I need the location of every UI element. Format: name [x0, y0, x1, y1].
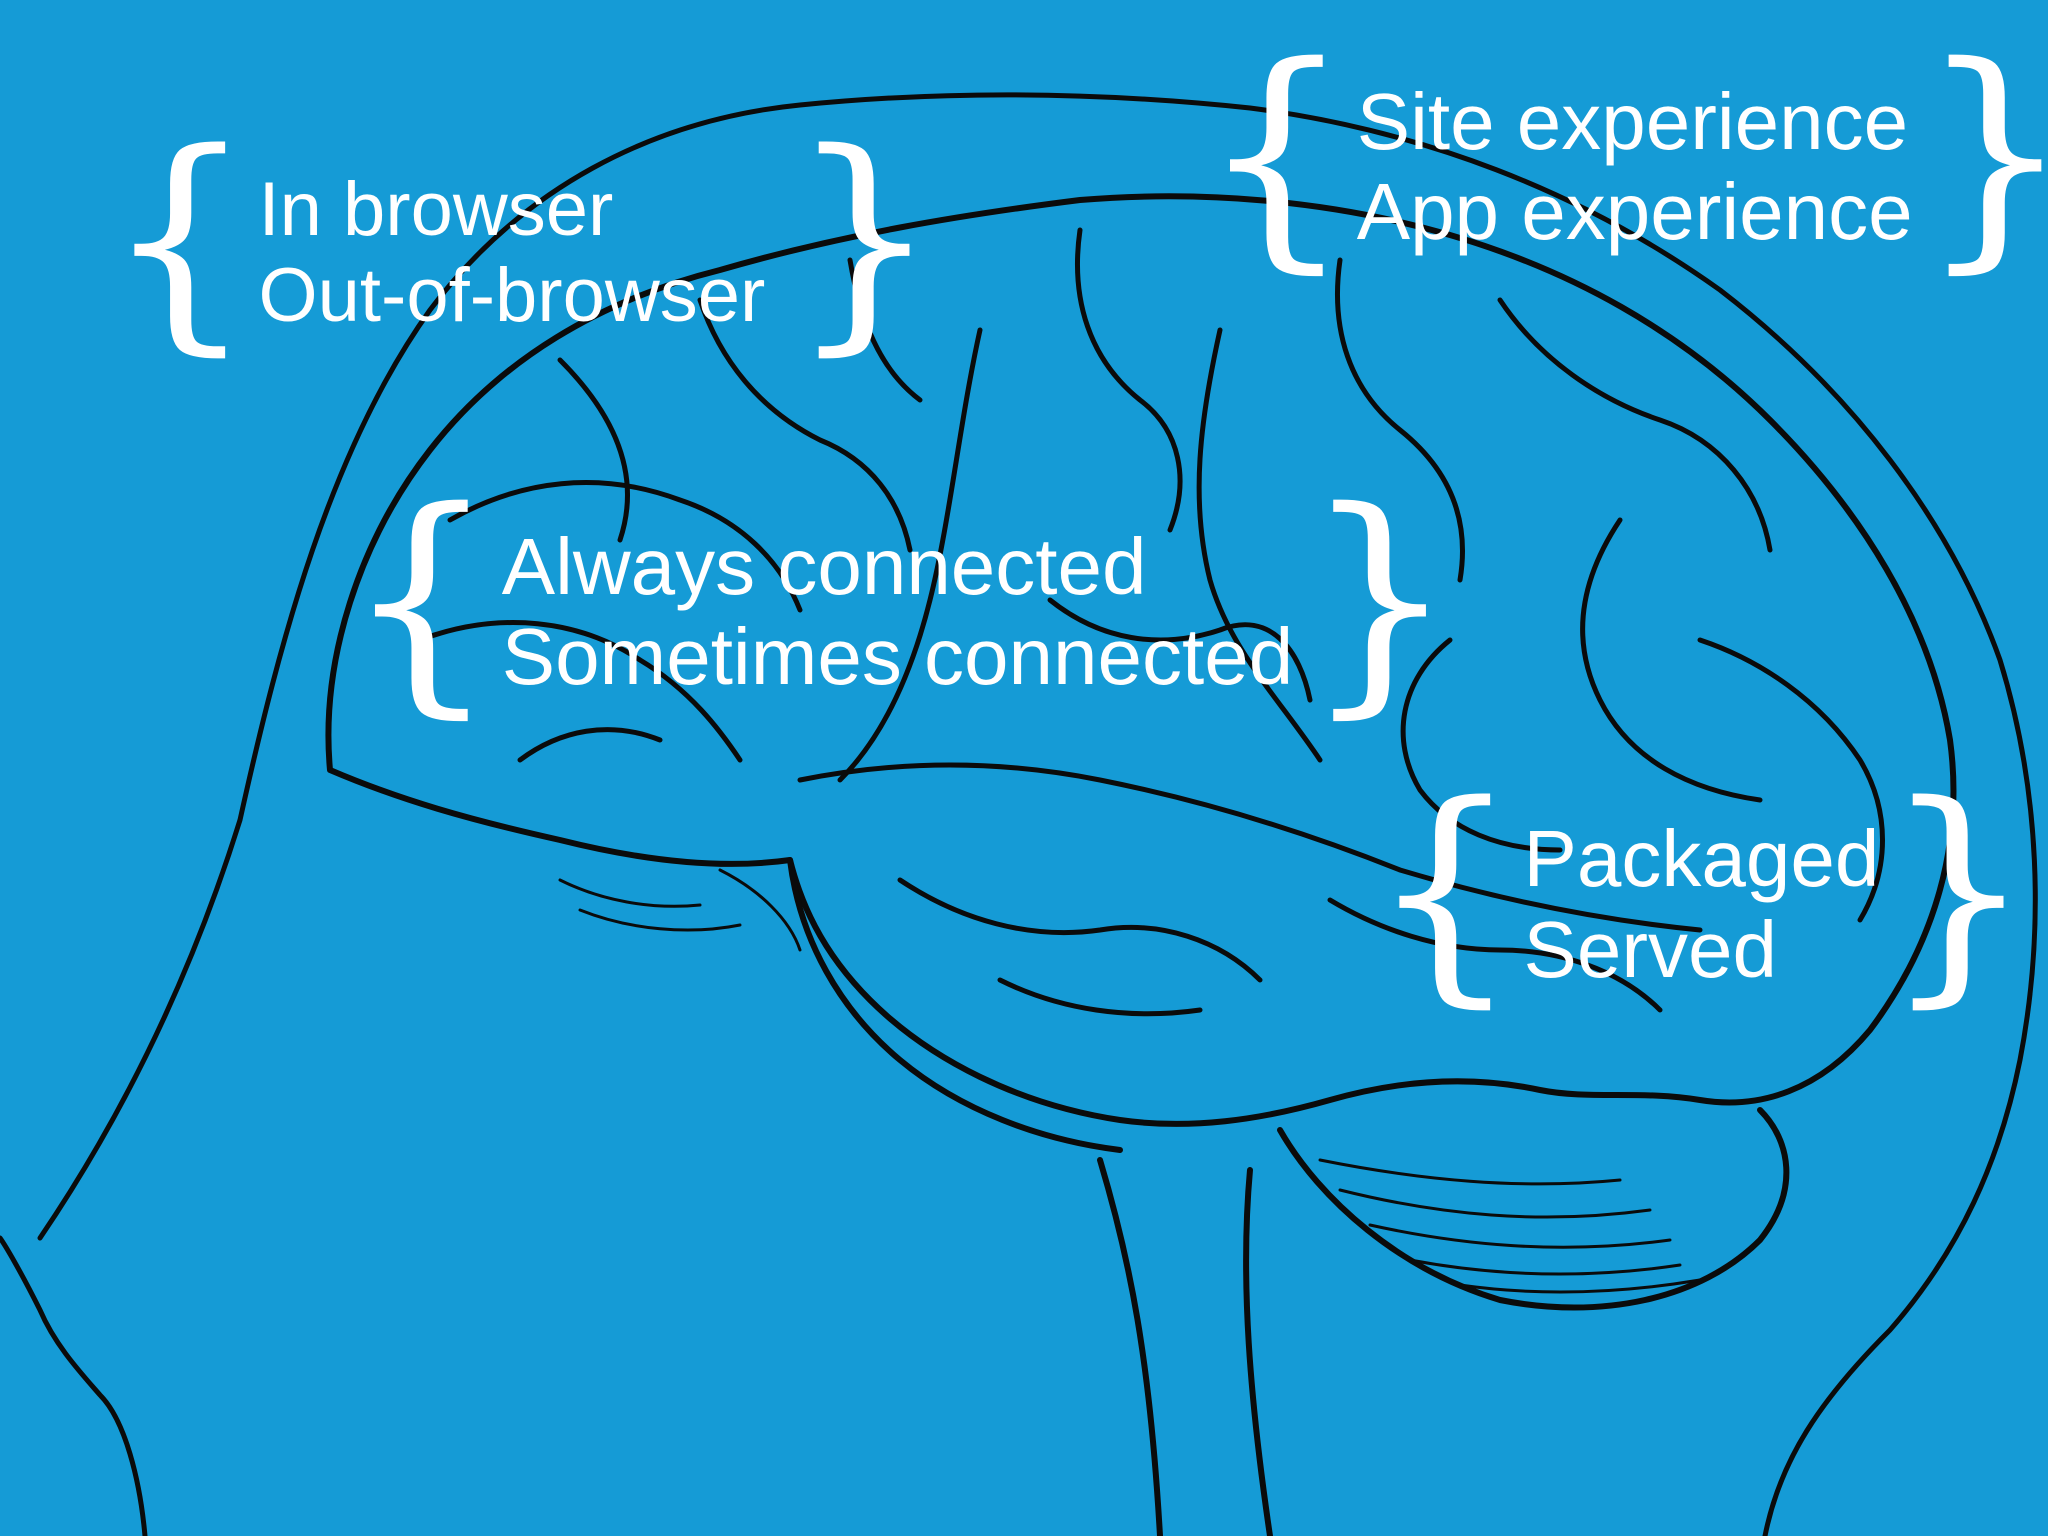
browser-options: In browser Out-of-browser [259, 167, 766, 339]
option-site-experience: Site experience [1356, 76, 1909, 166]
brain-outline [325, 193, 1957, 1127]
connection-group: { Always connected Sometimes connected } [345, 479, 1456, 719]
close-brace: } [1883, 755, 2033, 1028]
close-brace: } [1303, 459, 1456, 739]
head-back-outline [37, 92, 2038, 1536]
option-in-browser: In browser [258, 166, 614, 252]
delivery-group: { Packaged Served } [1370, 774, 2033, 1009]
connection-options: Always connected Sometimes connected [502, 522, 1294, 703]
open-brace: { [105, 103, 255, 376]
option-served: Served [1523, 904, 1777, 994]
option-out-of-browser: Out-of-browser [258, 252, 766, 338]
head-outline [0, 1235, 148, 1536]
experience-group: { Site experience App experience } [1200, 34, 2048, 274]
close-brace: } [1919, 34, 2048, 274]
open-brace: { [1200, 14, 1353, 294]
experience-options: Site experience App experience [1357, 77, 1913, 258]
option-packaged: Packaged [1523, 814, 1880, 904]
close-brace: } [789, 103, 939, 376]
open-brace: { [1370, 755, 1520, 1028]
option-app-experience: App experience [1356, 167, 1913, 256]
option-always-connected: Always connected [501, 521, 1147, 611]
brainstem [1097, 1157, 1163, 1536]
open-brace: { [345, 459, 498, 739]
option-sometimes-connected: Sometimes connected [501, 612, 1294, 701]
delivery-options: Packaged Served [1524, 814, 1880, 995]
cerebellum [1277, 1107, 1790, 1311]
browser-group: { In browser Out-of-browser } [105, 122, 939, 357]
